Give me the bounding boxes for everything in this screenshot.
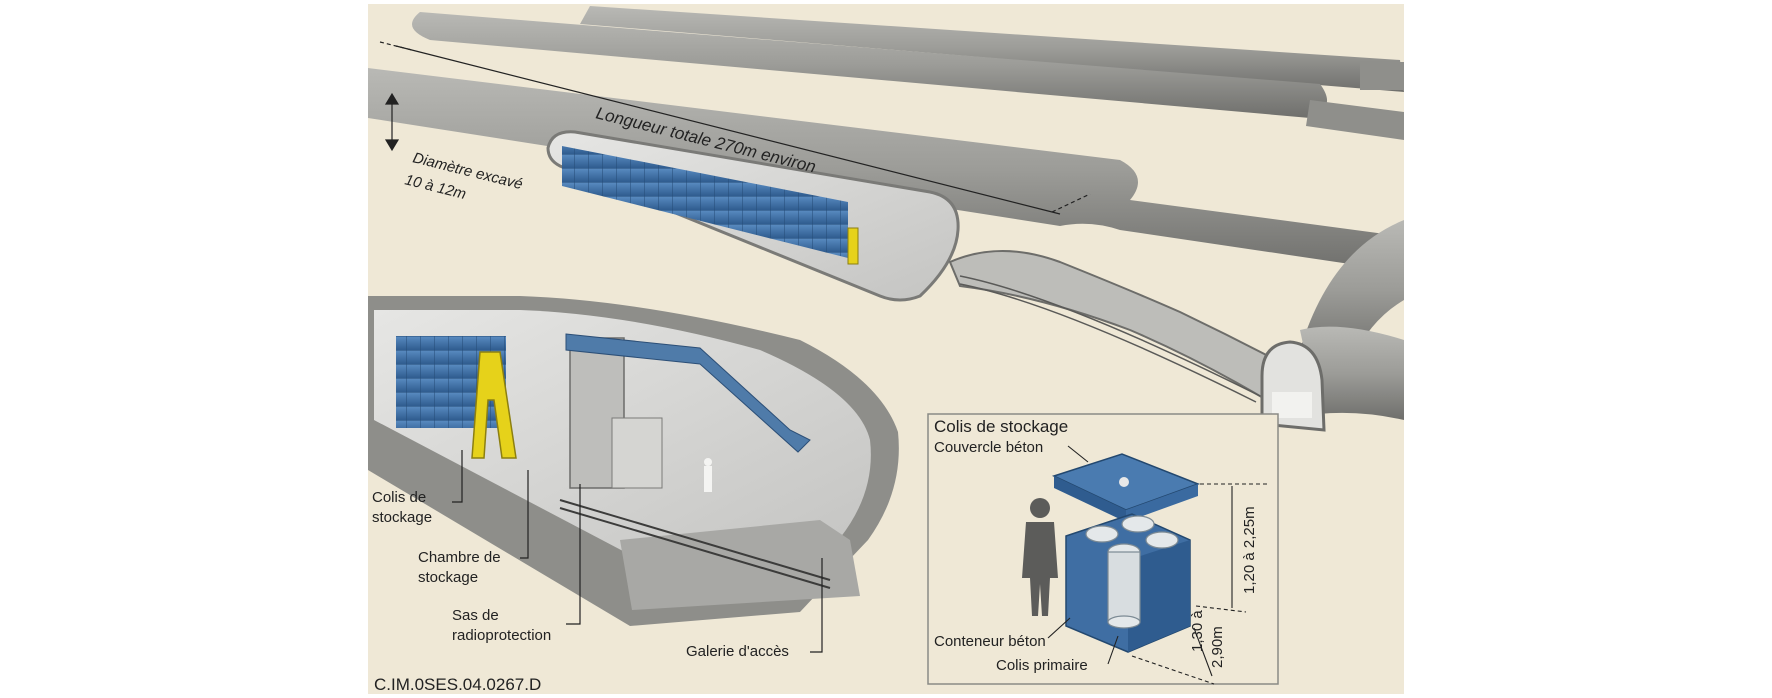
dimension-lines [379,41,1091,215]
label-colis-line2: stockage [372,509,432,526]
primary-packages [1085,515,1179,629]
figure-reference: C.IM.0SES.04.0267.D [374,675,541,694]
inset-dimensions [1131,483,1270,685]
package-inset: Colis de stockage Couvercle béton Conten… [927,413,1279,685]
chamber-cutaway [368,296,899,626]
inset-width-dim-line1: 1,30 à [1189,610,1206,652]
inset-height-dim: 1,20 à 2,25m [1241,506,1258,594]
label-colis-line1: Colis de [372,489,426,506]
person-silhouette [1022,498,1058,616]
access-gallery [1260,220,1404,432]
inset-couvercle: Couvercle béton [934,439,1043,456]
background-tunnels [412,6,1404,140]
inset-width-dim-line2: 2,90m [1209,626,1226,668]
label-chambre-line2: stockage [418,569,478,586]
stored-packages [562,146,848,258]
label-chambre-line1: Chambre de [418,549,501,566]
access-drift [948,250,1302,404]
chamber-gantry [471,351,517,459]
stacker-gantry [847,227,859,265]
label-sas-line2: radioprotection [452,627,551,644]
inset-conteneur: Conteneur béton [934,633,1046,650]
label-galerie: Galerie d'accès [686,643,789,660]
inset-colis-primaire: Colis primaire [996,657,1088,674]
inset-title: Colis de stockage [934,417,1068,436]
label-sas-line1: Sas de [452,607,499,624]
leader-lines [452,450,823,653]
inset-leaders [1047,445,1119,665]
